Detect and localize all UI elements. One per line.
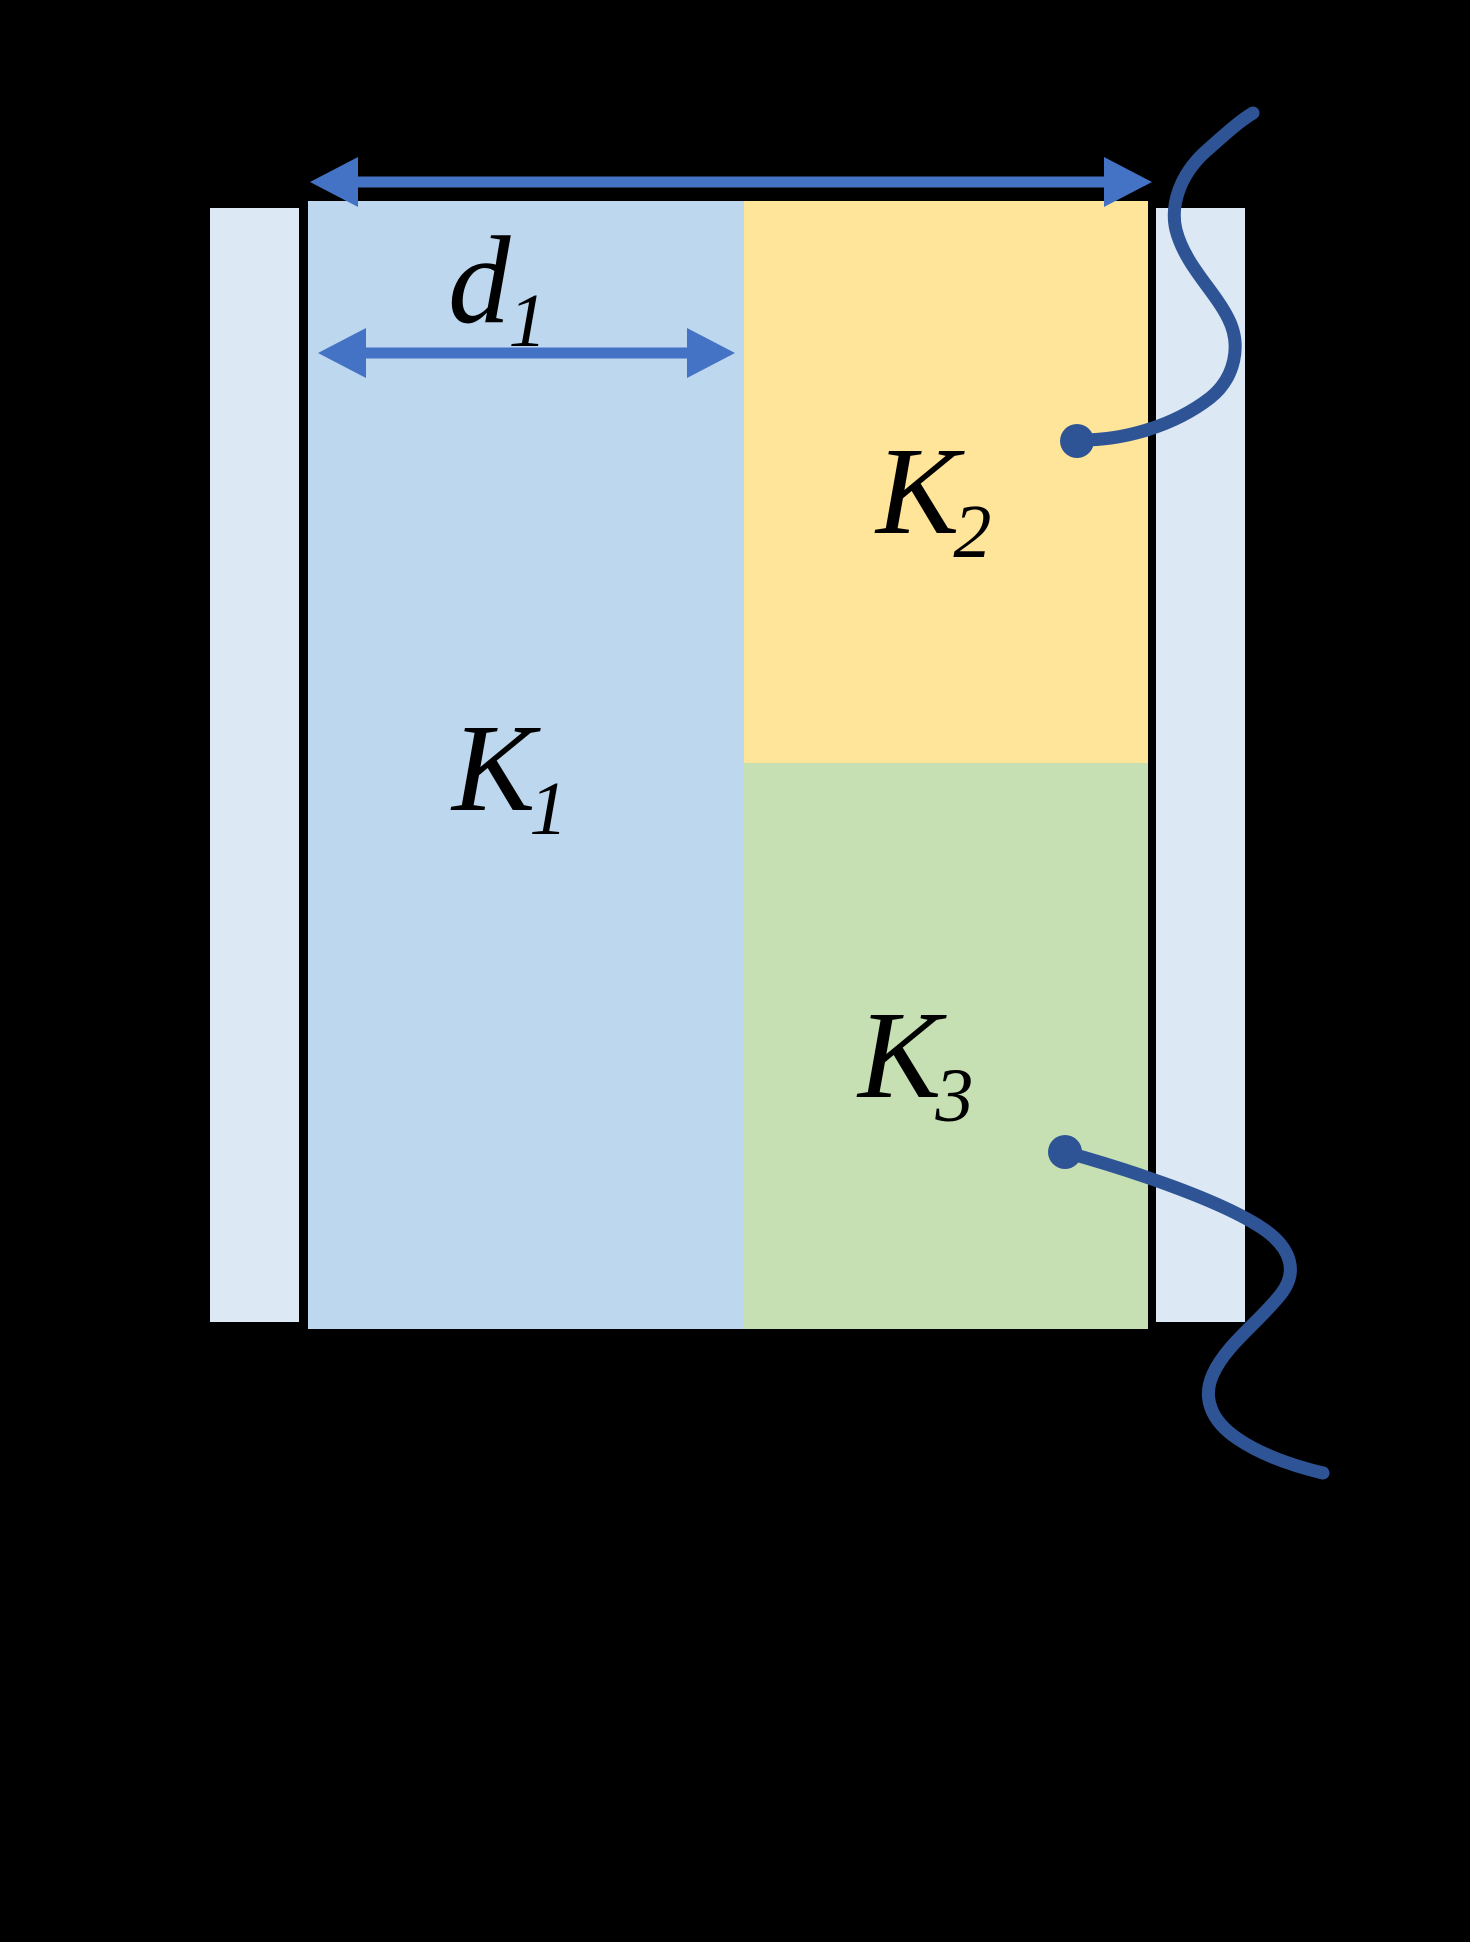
bottom-wire-terminal-dot: [1048, 1135, 1082, 1169]
plate-separation-arrow: [310, 157, 1152, 207]
dielectric-k1-region: [308, 201, 744, 1329]
k1-label-subscript: 1: [529, 767, 567, 851]
d1-label-subscript: 1: [509, 279, 547, 363]
arrowhead-left-icon: [318, 328, 366, 378]
d1-width-arrow: [318, 328, 735, 378]
k3-label-base: K: [856, 987, 947, 1125]
k2-label-subscript: 2: [953, 490, 991, 574]
d1-label-base: d: [448, 212, 511, 350]
right-plate: [1156, 208, 1245, 1322]
top-wire-curve: [1070, 106, 1260, 447]
k3-label-subscript: 3: [934, 1054, 973, 1138]
d1-label: d1: [448, 212, 547, 363]
dielectric-k3-region: [744, 763, 1148, 1329]
k2-label-base: K: [874, 423, 965, 561]
bottom-lead-wire: [1048, 1135, 1330, 1480]
left-plate: [210, 208, 299, 1322]
arrowhead-left-icon: [310, 157, 358, 207]
k1-label-base: K: [450, 700, 541, 838]
arrowhead-right-icon: [1104, 157, 1152, 207]
dielectric-k2-region: [744, 201, 1148, 763]
k2-label: K2: [874, 423, 991, 574]
arrowhead-right-icon: [687, 328, 735, 378]
bottom-wire-curve: [1058, 1145, 1330, 1480]
k1-label: K1: [450, 700, 567, 851]
k3-label: K3: [856, 987, 973, 1138]
top-lead-wire: [1060, 106, 1260, 458]
top-wire-terminal-dot: [1060, 424, 1094, 458]
